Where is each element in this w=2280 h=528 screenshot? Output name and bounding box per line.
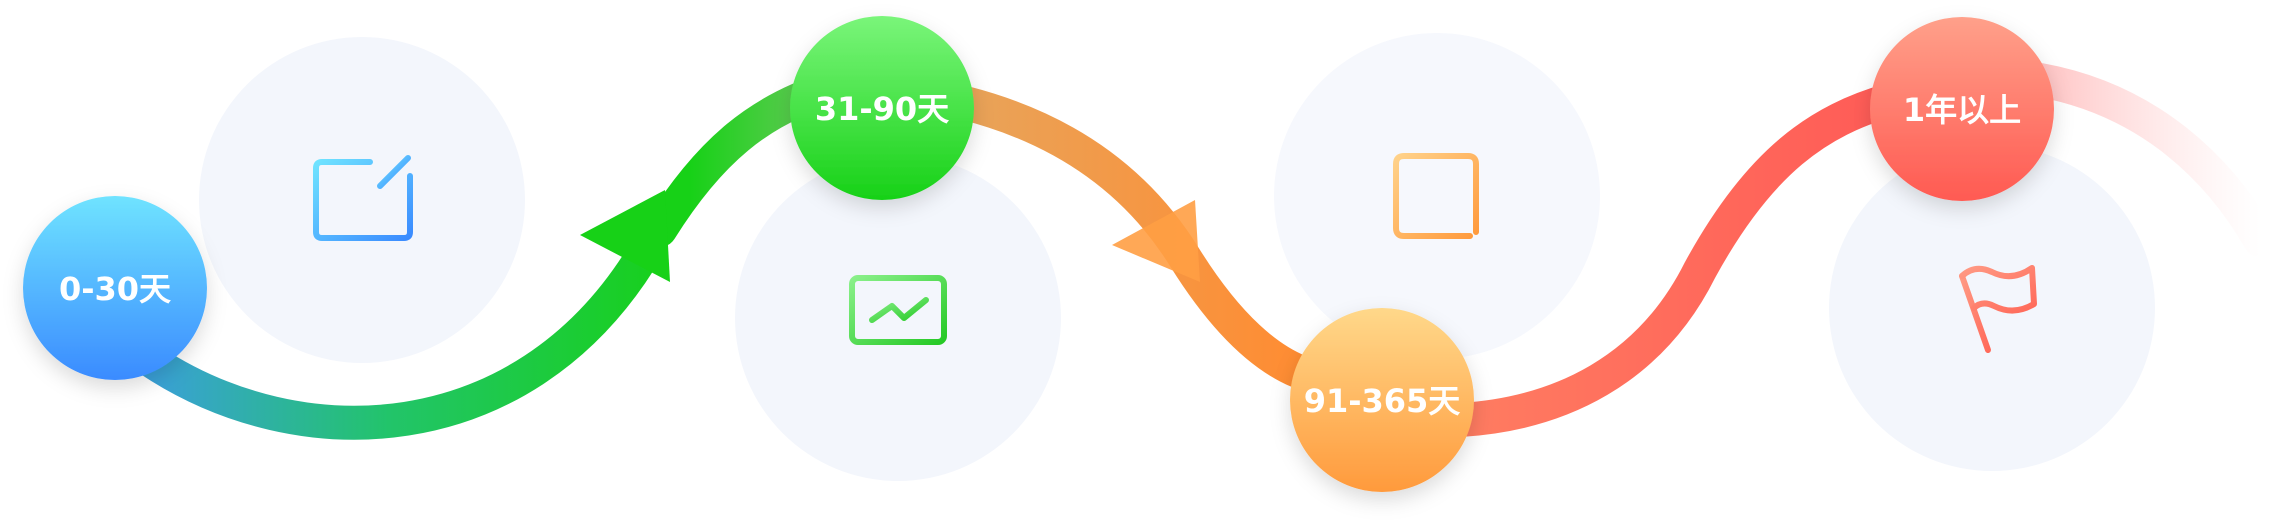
document-edit-icon	[313, 155, 413, 241]
stage-label-3: 91-365天	[1304, 382, 1461, 420]
bubble-2	[735, 155, 1061, 481]
stage-label-1: 0-30天	[59, 270, 171, 308]
stage-label-4: 1年以上	[1903, 91, 2021, 129]
stage-node-2: 31-90天	[790, 16, 974, 200]
stage-node-3: 91-365天	[1290, 308, 1474, 492]
flag-icon	[1959, 265, 2037, 353]
arrow-orange	[1112, 200, 1200, 282]
bubble-1	[199, 37, 525, 363]
bubble-3	[1274, 33, 1600, 359]
path-segment-1	[133, 243, 657, 440]
path-segment-5	[2023, 63, 2277, 257]
data-panel-icon	[1393, 153, 1479, 239]
arrow-green	[580, 190, 670, 282]
stage-node-1: 0-30天	[23, 196, 207, 380]
stage-node-4: 1年以上	[1870, 17, 2054, 201]
monitor-chart-icon	[849, 275, 947, 359]
stage-label-2: 31-90天	[815, 90, 949, 128]
path-segment-4	[1443, 83, 1907, 437]
